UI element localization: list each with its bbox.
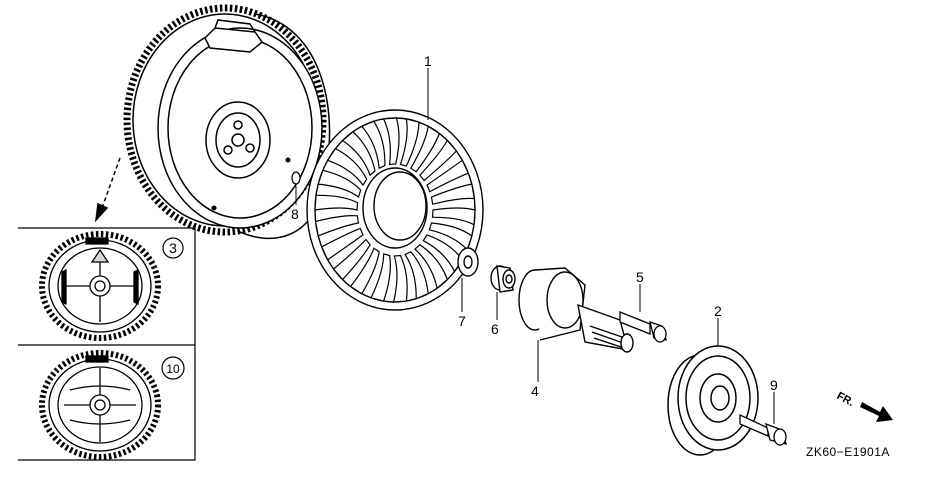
fan-blade	[360, 120, 386, 170]
fan-blade	[320, 227, 364, 261]
part-number-8: 8	[291, 206, 299, 222]
fan-blade	[314, 194, 359, 211]
fan-blade	[332, 238, 371, 281]
fan-blade	[317, 169, 362, 198]
svg-text:10: 10	[166, 362, 180, 376]
flywheel	[123, 4, 331, 240]
svg-text:FR.: FR.	[835, 390, 856, 409]
front-arrow-icon	[860, 402, 893, 422]
figure-code: ZK60−E1901A	[806, 445, 890, 459]
fan-blade	[422, 234, 464, 273]
bolt-5	[619, 311, 667, 343]
flange-nut	[490, 265, 516, 293]
inset-gear-3	[39, 231, 161, 341]
part-number-9: 9	[770, 377, 778, 393]
front-direction-indicator: FR.	[835, 390, 893, 422]
fan-blade	[341, 131, 376, 177]
fan-blade	[414, 244, 449, 290]
fan-blade	[409, 125, 441, 173]
inset-label-3: 3	[162, 237, 184, 259]
fan-blade	[370, 253, 391, 302]
fan-blade	[430, 183, 476, 205]
fan-blade	[431, 207, 476, 226]
part-number-6: 6	[491, 321, 499, 337]
fan-blade	[399, 118, 420, 167]
part-number-2: 2	[714, 303, 722, 319]
fan-blade	[326, 147, 368, 187]
bolt-9	[739, 413, 787, 446]
part-number-4: 4	[531, 383, 539, 399]
fan-blade	[419, 139, 458, 182]
leader-lines	[427, 68, 775, 424]
svg-text:3: 3	[169, 240, 177, 256]
part-number-1: 1	[424, 53, 432, 69]
inset-pointer-arrow	[94, 157, 121, 223]
washer	[457, 247, 479, 277]
fan-blade	[426, 159, 470, 193]
inset-label-10: 10	[161, 356, 185, 380]
inset-panel	[18, 227, 196, 461]
fan-blade	[314, 215, 360, 237]
pulley	[667, 345, 759, 456]
fan-blade	[392, 254, 408, 303]
part-number-7: 7	[458, 313, 466, 329]
shaft-collar	[518, 267, 634, 353]
fan-blade	[382, 117, 400, 166]
part-number-5: 5	[636, 269, 644, 285]
fan-blades	[314, 117, 476, 303]
fan-blade	[349, 247, 380, 295]
fan-blade	[404, 251, 429, 300]
woodruff-key	[291, 171, 301, 185]
inset-gear-10	[39, 350, 161, 460]
